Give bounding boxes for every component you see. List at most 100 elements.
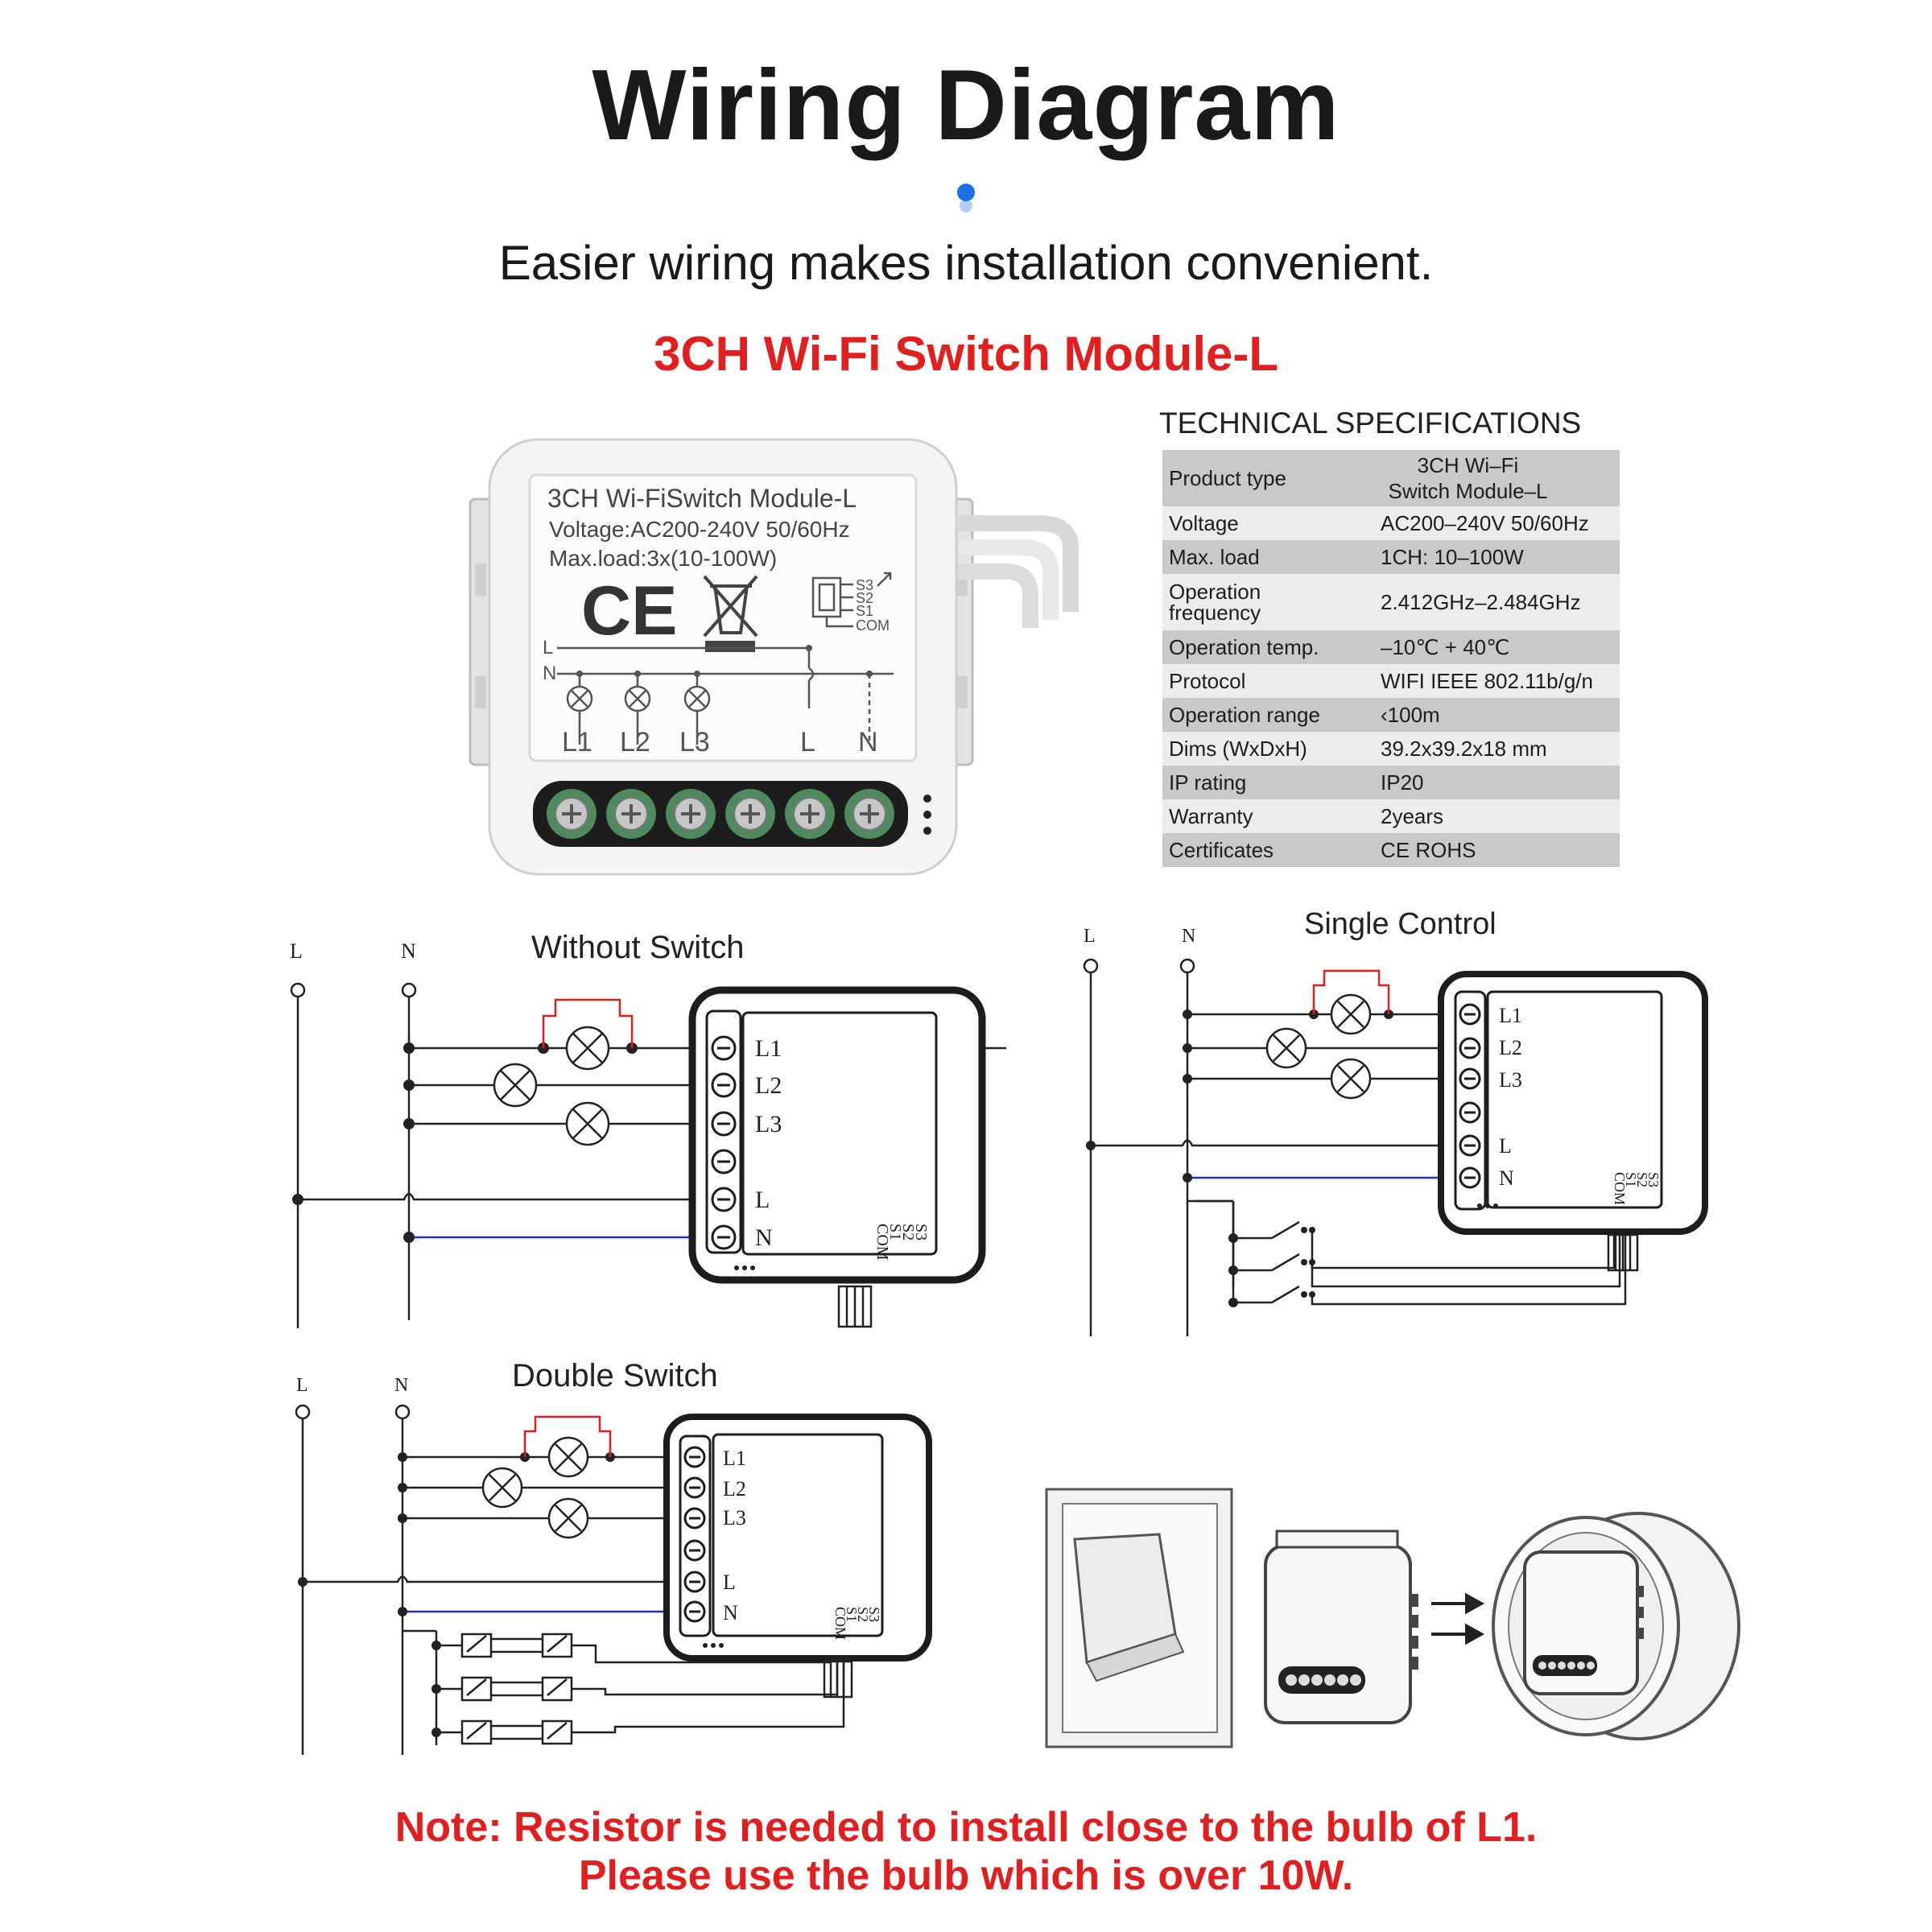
- spec-value: 3CH Wi–Fi Switch Module–L: [1364, 450, 1620, 506]
- weee-bin-icon: [703, 575, 758, 652]
- switch-term-s2: S2: [1634, 1172, 1650, 1187]
- small-module-icon: [1264, 1530, 1418, 1724]
- spec-row: Operation range‹100m: [1162, 698, 1620, 732]
- terminal-l-label: L: [1499, 1134, 1512, 1158]
- spec-key: Voltage: [1162, 506, 1364, 540]
- note-line-2: Please use the bulb which is over 10W.: [578, 1852, 1354, 1899]
- page-subtitle: Easier wiring makes installation conveni…: [498, 236, 1434, 290]
- switch-term-com: COM: [856, 617, 890, 634]
- mains-n-label: N: [401, 939, 416, 963]
- switch-term-s1: S1: [886, 1224, 904, 1241]
- diagram-title: Without Switch: [531, 930, 745, 965]
- diagram-title: Single Control: [1304, 907, 1496, 941]
- spec-value: 2.412GHz–2.484GHz: [1364, 574, 1620, 630]
- bulb-icons: [493, 1026, 610, 1146]
- terminal-l1-label: L1: [723, 1447, 746, 1470]
- terminal-l-label: L: [755, 1187, 770, 1213]
- spec-row: Operation temp.–10℃ + 40℃: [1162, 630, 1620, 664]
- switch-term-com: COM: [873, 1224, 891, 1261]
- spec-key: Operation frequency: [1162, 574, 1364, 630]
- diagram-double-switch: Double Switch L N L1 L2 L3 L N: [295, 1358, 932, 1755]
- module-circuit-lines: [557, 646, 894, 745]
- accent-dot-shadow: [960, 200, 972, 213]
- spec-value: WIFI IEEE 802.11b/g/n: [1364, 664, 1620, 698]
- spec-key: Operation temp.: [1162, 630, 1364, 664]
- bulb-icons: [481, 1436, 589, 1539]
- spec-value: CE ROHS: [1364, 833, 1620, 867]
- module-terminal-l: L: [800, 727, 815, 758]
- switch-term-s1: S1: [1623, 1172, 1639, 1187]
- spec-row: Dims (WxDxH)39.2x39.2x18 mm: [1162, 732, 1620, 766]
- spec-key: IP rating: [1162, 766, 1364, 799]
- spec-key: Operation range: [1162, 698, 1364, 732]
- mains-n-label: N: [394, 1375, 408, 1396]
- module-terminal-l1: L1: [562, 727, 592, 758]
- resistor-icon: [542, 998, 634, 1048]
- switch-terminal-icon: [811, 572, 892, 628]
- switch-term-s3: S3: [856, 577, 873, 593]
- spec-key: Certificates: [1162, 833, 1364, 867]
- terminal-n-label: N: [723, 1601, 738, 1624]
- module-line-n: N: [543, 663, 556, 684]
- terminal-l1-label: L1: [1499, 1004, 1522, 1027]
- spec-key: Protocol: [1162, 664, 1364, 698]
- terminal-l3-label: L3: [723, 1506, 746, 1530]
- module-label-load: Max.load:3x(10-100W): [549, 546, 777, 571]
- terminal-screws: [547, 789, 894, 839]
- spec-value: ‹100m: [1364, 698, 1620, 732]
- diagram-single-control: Single Control L N L1 L2 L3 L N S3: [1083, 907, 1708, 1336]
- terminal-l3-label: L3: [1499, 1068, 1522, 1092]
- arrow-right-icon: [1431, 1592, 1485, 1645]
- module-label-name: 3CH Wi-FiSwitch Module-L: [547, 484, 857, 513]
- terminal-l2-label: L2: [1499, 1036, 1522, 1059]
- terminal-l-label: L: [723, 1571, 736, 1594]
- installation-illustration: [1045, 1488, 1740, 1748]
- spec-value: –10℃ + 40℃: [1364, 630, 1620, 664]
- spec-value: 39.2x39.2x18 mm: [1364, 732, 1620, 766]
- ce-mark: CE: [581, 572, 677, 650]
- mains-l-label: L: [296, 1375, 308, 1396]
- switch-term-com: COM: [1612, 1172, 1628, 1205]
- page-title: Wiring Diagram: [592, 50, 1340, 161]
- spec-value: 1CH: 10–100W: [1364, 540, 1620, 574]
- switch-term-s2: S2: [856, 590, 873, 606]
- module-circuit-nodes: [576, 645, 873, 677]
- switch-term-s2: S2: [899, 1224, 917, 1241]
- terminal-l1-label: L1: [755, 1035, 782, 1062]
- spec-value: AC200–240V 50/60Hz: [1364, 506, 1620, 540]
- terminal-n-label: N: [755, 1224, 773, 1251]
- spec-key: Product type: [1162, 450, 1364, 506]
- switch-term-s2: S2: [855, 1607, 871, 1622]
- mains-l-label: L: [290, 939, 303, 963]
- switch-term-s1: S1: [856, 603, 873, 619]
- mains-n-label: N: [1182, 926, 1195, 947]
- resistor-icon: [1312, 969, 1390, 1014]
- switch-term-com: COM: [832, 1607, 848, 1640]
- terminal-l2-label: L2: [755, 1072, 782, 1099]
- wall-switch-icon: [1045, 1488, 1233, 1748]
- spec-value: IP20: [1364, 766, 1620, 799]
- spec-value: 2years: [1364, 799, 1620, 833]
- module-label-voltage: Voltage:AC200-240V 50/60Hz: [549, 517, 850, 542]
- terminal-l3-label: L3: [755, 1111, 782, 1137]
- module-illustration: 3CH Wi-FiSwitch Module-L Voltage:AC200-2…: [469, 438, 1079, 876]
- module-terminal-l2: L2: [620, 727, 650, 758]
- terminal-n-label: N: [1499, 1166, 1514, 1190]
- switch-term-s3: S3: [912, 1224, 930, 1241]
- terminal-l2-label: L2: [723, 1477, 746, 1501]
- switch-term-s3: S3: [866, 1607, 882, 1622]
- module-line-l: L: [543, 637, 553, 658]
- mains-l-label: L: [1084, 926, 1096, 947]
- diagram-without-switch: Without Switch L N L1 L2 L3 L N S3 S2 S1…: [290, 930, 1006, 1328]
- switch-term-s1: S1: [844, 1607, 860, 1622]
- spec-key: Max. load: [1162, 540, 1364, 574]
- status-led-dots: [923, 795, 931, 835]
